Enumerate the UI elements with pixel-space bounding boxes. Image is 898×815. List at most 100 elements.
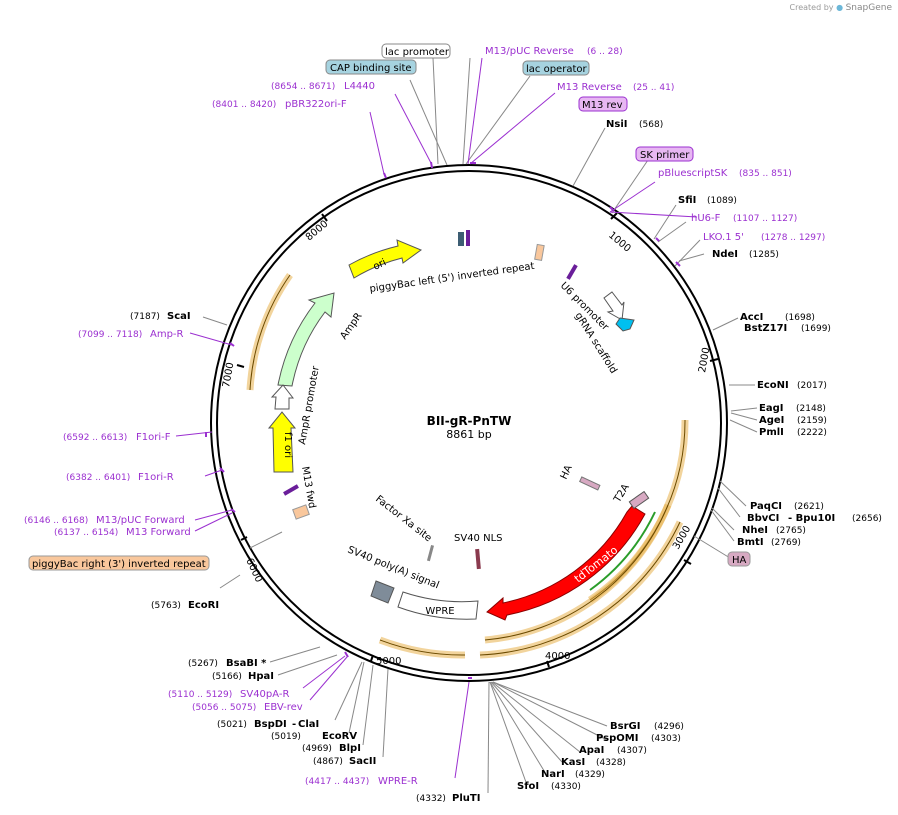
primer-name: EBV-rev: [264, 702, 303, 713]
lac-mark: [458, 232, 464, 246]
primer-ticks: [205, 161, 681, 679]
site-pos: (1089): [707, 196, 737, 206]
site-name: BsrGI: [610, 721, 640, 732]
primer-name: M13 Reverse: [557, 82, 622, 93]
primer-pos: (1107 .. 1127): [733, 214, 797, 224]
box-sk-primer: [635, 146, 694, 162]
ampr-arrow: [277, 292, 335, 387]
site-name: ScaI: [167, 311, 191, 322]
sv40-nls-label: SV40 NLS: [454, 533, 503, 544]
site-pos: (2159): [797, 416, 827, 426]
site-name: AccI: [740, 312, 763, 323]
primer-pos: (5110 .. 5129): [168, 690, 232, 700]
box-label: piggyBac right (3') inverted repeat: [32, 559, 206, 570]
site-pos: (1699): [801, 324, 831, 334]
site-name: BspDI: [254, 719, 287, 730]
site-name: KasI: [561, 757, 585, 768]
site-pos: (1698): [785, 313, 815, 323]
credit-brand: SnapGene: [845, 3, 892, 13]
site-pos: (5019): [271, 732, 301, 742]
site-pos: (2017): [797, 381, 827, 391]
site-name: PluTI: [452, 793, 480, 804]
site-name: EcoRI: [188, 600, 219, 611]
tick-label: 4000: [545, 651, 570, 662]
sv40-polya-box: [370, 580, 395, 604]
site-pos: (4969): [302, 744, 332, 754]
box-label: SK primer: [640, 150, 690, 161]
primer-name: LKO.1 5': [703, 232, 744, 243]
primer-pos: (835 .. 851): [739, 169, 792, 179]
boxed-labels: lac promoter CAP binding site lac operat…: [28, 43, 751, 571]
site-pos: (2148): [796, 404, 826, 414]
t2a-mark: [628, 490, 650, 510]
box-label: lac promoter: [385, 47, 450, 58]
factor-xa-label: Factor Xa site: [373, 494, 433, 545]
site-name: BsaBI *: [226, 658, 267, 669]
ori-label: ori: [372, 257, 388, 272]
primer-name: pBluescriptSK: [658, 168, 728, 179]
site-pos: (1285): [749, 250, 779, 260]
site-pos: (2765): [776, 526, 806, 536]
sv40-polya-label: SV40 poly(A) signal: [346, 545, 441, 592]
u6-primer-mark: [566, 264, 578, 280]
wpre-label: WPRE: [425, 606, 454, 617]
backbone-outer: [210, 164, 728, 682]
site-name: BlpI: [339, 743, 361, 754]
site-pos: (4867): [313, 757, 343, 767]
m13rev-mark: [466, 230, 470, 246]
primer-name: F1ori-F: [136, 432, 171, 443]
credit-prefix: Created by: [789, 3, 834, 12]
site-name: AgeI: [759, 415, 784, 426]
site-name: PaqCI: [750, 501, 782, 512]
piggybac-left-label: piggyBac left (5') inverted repeat: [369, 261, 535, 295]
box-lac-operator: [522, 60, 590, 76]
backbone-inner: [216, 170, 722, 676]
tdtomato-arrow: [486, 505, 646, 621]
tick-labels: 1000 2000 3000 4000 5000 6000 7000 8000: [221, 219, 712, 667]
sv40-nls-mark: [475, 548, 481, 570]
ori-arrow: [348, 239, 423, 279]
primer-pos: (5056 .. 5075): [192, 703, 256, 713]
site-pos: (5021): [217, 720, 247, 730]
primer-name: hU6-F: [691, 213, 721, 224]
site-name: EagI: [759, 403, 783, 414]
site-pos: (4296): [654, 722, 684, 732]
primer-name: WPRE-R: [378, 776, 418, 787]
site-pos: (4328): [596, 758, 626, 768]
u6-promoter-arrow: [603, 291, 625, 321]
site-pos: (2769): [771, 538, 801, 548]
site-name: NsiI: [606, 119, 627, 130]
primer-pos: (25 .. 41): [633, 83, 674, 93]
site-pos: (568): [639, 120, 663, 130]
primer-name: pBR322ori-F: [285, 99, 347, 110]
ampr-label: AmpR: [338, 311, 364, 342]
tick-label: 1000: [606, 230, 633, 255]
grna-scaffold-arrow: [615, 317, 635, 332]
site-pos: (7187): [130, 312, 160, 322]
site-labels-right: NsiI (568) SfiI (1089) NdeI (1285) AccI …: [606, 119, 882, 548]
site-pos: (5166): [212, 672, 242, 682]
primer-name: Amp-R: [150, 329, 184, 340]
site-name: PmlI: [759, 427, 784, 438]
leader-lines: [202, 57, 758, 794]
primer-pos: (6137 .. 6154): [54, 528, 118, 538]
factor-xa-mark: [426, 545, 435, 562]
primer-pos: (8654 .. 8671): [271, 82, 335, 92]
primer-pos: (6 .. 28): [587, 47, 623, 57]
site-name: SacII: [349, 756, 376, 767]
site-name: SfiI: [678, 195, 696, 206]
box-lac-promoter: [381, 43, 451, 59]
primer-pos: (7099 .. 7118): [78, 330, 142, 340]
box-ha: [727, 551, 751, 567]
plasmid-name: BII-gR-PnTW: [427, 414, 512, 428]
site-pos: (2621): [794, 502, 824, 512]
site-name: EcoRV: [322, 731, 357, 742]
tick-label: 6000: [243, 557, 264, 585]
m13fwd-label: M13 fwd: [299, 466, 317, 510]
m13fwd-mark: [283, 484, 299, 496]
site-pos: (4330): [551, 782, 581, 792]
site-separator: -: [292, 719, 296, 730]
box-label: lac operator: [526, 64, 587, 75]
orf-arcs: [246, 272, 689, 659]
primer-pos: (4417 .. 4437): [305, 777, 369, 787]
